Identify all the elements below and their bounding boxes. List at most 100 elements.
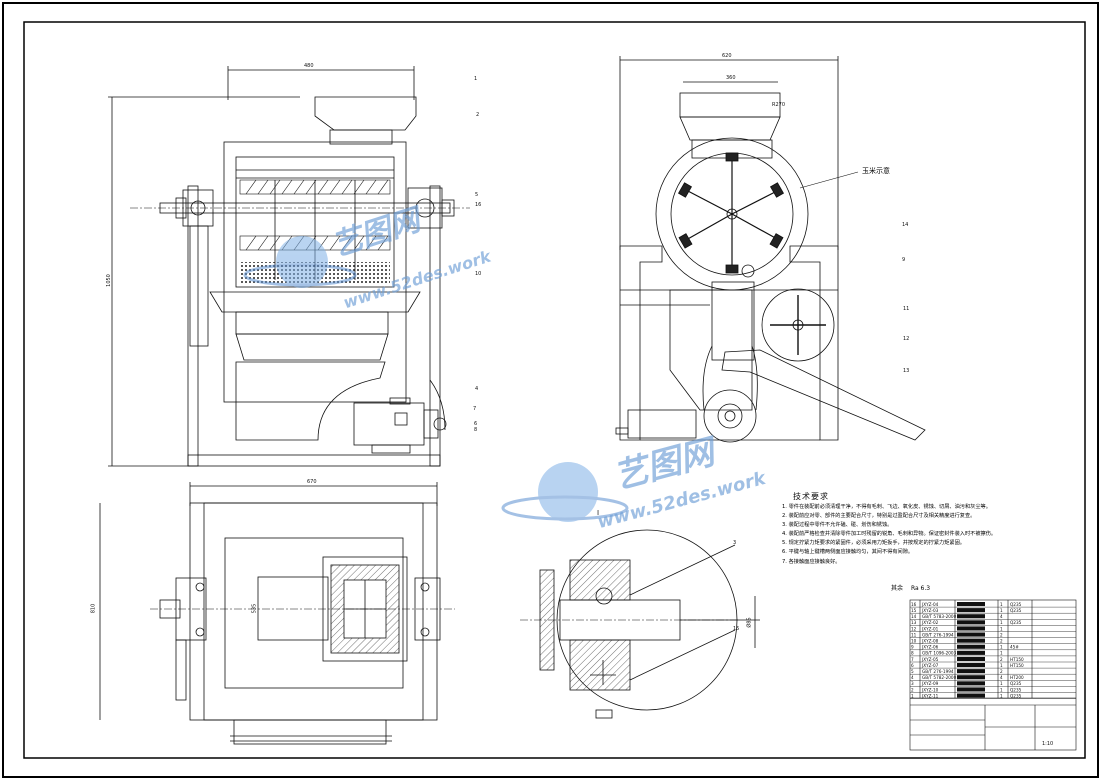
roughness-label: 其余 [891, 585, 904, 592]
bom-cell: GB/T 5782-2000 [922, 675, 957, 680]
section-label: I [597, 509, 600, 517]
bom-cell: 2 [1000, 632, 1003, 637]
bom-redaction [957, 608, 985, 613]
tech-req-line: 1. 零件在装配前必须清理干净，不得有毛刺、飞边、氧化皮、锈蚀、切屑、油污和灰尘… [782, 504, 991, 510]
bom-cell: 2 [1000, 657, 1003, 662]
tech-req-line: 6. 平键与轴上键槽两侧面应接触均匀，其间不得有间隙。 [782, 549, 914, 556]
tech-req-line: 2. 装配前应对零、部件的主要配合尺寸，特别是过盈配合尺寸及相关精度进行复查。 [782, 513, 976, 520]
bom-cell: 1 [1000, 626, 1003, 631]
balloon: 14 [902, 222, 909, 228]
bom-cell: 2 [1000, 669, 1003, 674]
tech-req-line: 5. 规定拧紧力矩要求的紧固件，必须采用力矩扳手，并按规定的拧紧力矩紧固。 [782, 540, 965, 547]
bom-cell: 1 [911, 693, 914, 698]
bom-cell: GB/T 276-1994 [922, 669, 954, 674]
bom-cell: 1 [1000, 681, 1003, 686]
bom-cell: JXYZ-01 [921, 626, 939, 631]
bom-cell: Q235 [1010, 620, 1022, 625]
bom-cell: 45# [1010, 645, 1019, 650]
front-height-dim: 1050 [105, 274, 112, 287]
bom-cell: 1 [1000, 608, 1003, 613]
bom-redaction [957, 644, 985, 649]
bom-cell: 6 [911, 663, 914, 668]
balloon: 5 [475, 192, 479, 198]
tech-req-title: 技术要求 [793, 492, 829, 501]
bom-redaction [957, 620, 985, 625]
top-width-dim: 670 [307, 479, 317, 485]
bom-cell: GB/T 276-1994 [922, 632, 954, 637]
corn-leader [799, 171, 859, 189]
tech-req-line: 7. 各接触面应接触良好。 [782, 558, 841, 565]
bom-redaction [957, 687, 985, 692]
bom-cell: 5 [911, 669, 914, 674]
bom-cell: HT200 [1010, 675, 1024, 680]
bom-cell: GB/T 5783-2000 [922, 614, 957, 619]
bom-redaction [957, 656, 985, 661]
bom-cell: 2 [911, 687, 914, 692]
bom-redaction [957, 638, 985, 643]
roughness-note: 其余 Ra 6.3 [891, 583, 930, 592]
inner-border [23, 21, 1086, 759]
bom-cell: 8 [911, 651, 914, 656]
bom-cell: 12 [911, 626, 917, 631]
balloon: 2 [476, 112, 480, 118]
side-width-dim: 620 [722, 53, 732, 59]
bom-cell: Q235 [1010, 681, 1022, 686]
balloon: 1 [474, 76, 478, 82]
bom-cell: 1 [1000, 645, 1003, 650]
roughness-value: Ra 6.3 [910, 585, 931, 592]
corn-label: 玉米示意 [862, 167, 890, 175]
bom-cell: 2 [1000, 639, 1003, 644]
bom-cell: JXYZ-03 [921, 608, 939, 613]
bom-redaction [957, 650, 985, 655]
watermark-logo [243, 236, 629, 522]
bom-cell: Q235 [1010, 693, 1022, 698]
bom-redaction [957, 602, 985, 607]
balloon: 10 [475, 271, 482, 277]
bom-cell: 4 [1000, 614, 1003, 619]
bom-redaction [957, 632, 985, 637]
bom-redaction [957, 675, 985, 680]
bom-cell: JXYZ-04 [921, 602, 939, 607]
bom-cell: Q235 [1010, 608, 1022, 613]
scale-label: 1:10 [1042, 741, 1054, 747]
bom-cell: 14 [911, 614, 917, 619]
bom-cell: 9 [911, 645, 914, 650]
tech-req-line: 3. 装配过程中零件不允许磕、碰、划伤和锈蚀。 [782, 522, 893, 529]
inner-dim: 535 [251, 603, 258, 614]
balloon: 8 [474, 427, 478, 433]
bom-redaction [957, 614, 985, 619]
bom-cell: Q235 [1010, 602, 1022, 607]
front-width-dim: 480 [304, 63, 314, 69]
balloon: 11 [903, 306, 910, 312]
bom-cell: 4 [911, 675, 914, 680]
tech-req-line: 4. 装配前严格检查并清除零件加工时残留的锐角、毛刺和异物。保证密封件装入时不被… [782, 531, 997, 538]
bom-cell: Q235 [1010, 687, 1022, 692]
bom-cell: 3 [911, 681, 914, 686]
bom-cell: 1 [1000, 687, 1003, 692]
side-hopper-dim: 360 [726, 75, 736, 81]
bom-cell: JXYZ-08 [921, 639, 939, 644]
bom-cell: 16 [911, 602, 917, 607]
bom-cell: 1 [1000, 651, 1003, 656]
section-detail [520, 529, 760, 719]
bom-cell: HT150 [1010, 657, 1024, 662]
bom-cell: 1 [1000, 693, 1003, 698]
bom-cell: 11 [911, 632, 917, 637]
bom-cell: JXYZ-06 [921, 645, 939, 650]
bom-cell: GB/T 1096-2003 [922, 651, 957, 656]
bom-cell: 15 [911, 608, 917, 613]
balloon: 12 [903, 336, 910, 342]
bom-cell: JXYZ-07 [921, 663, 939, 668]
bom-cell: JXYZ-09 [921, 681, 939, 686]
bom-cell: 4 [1000, 675, 1003, 680]
top-view [99, 482, 455, 745]
bom-cell: JXYZ-10 [921, 687, 939, 692]
balloon: 7 [473, 406, 477, 412]
bom-cell: 1 [1000, 602, 1003, 607]
balloon: 15 [733, 626, 740, 632]
bom-redaction [957, 663, 985, 668]
balloon: 4 [475, 386, 479, 392]
